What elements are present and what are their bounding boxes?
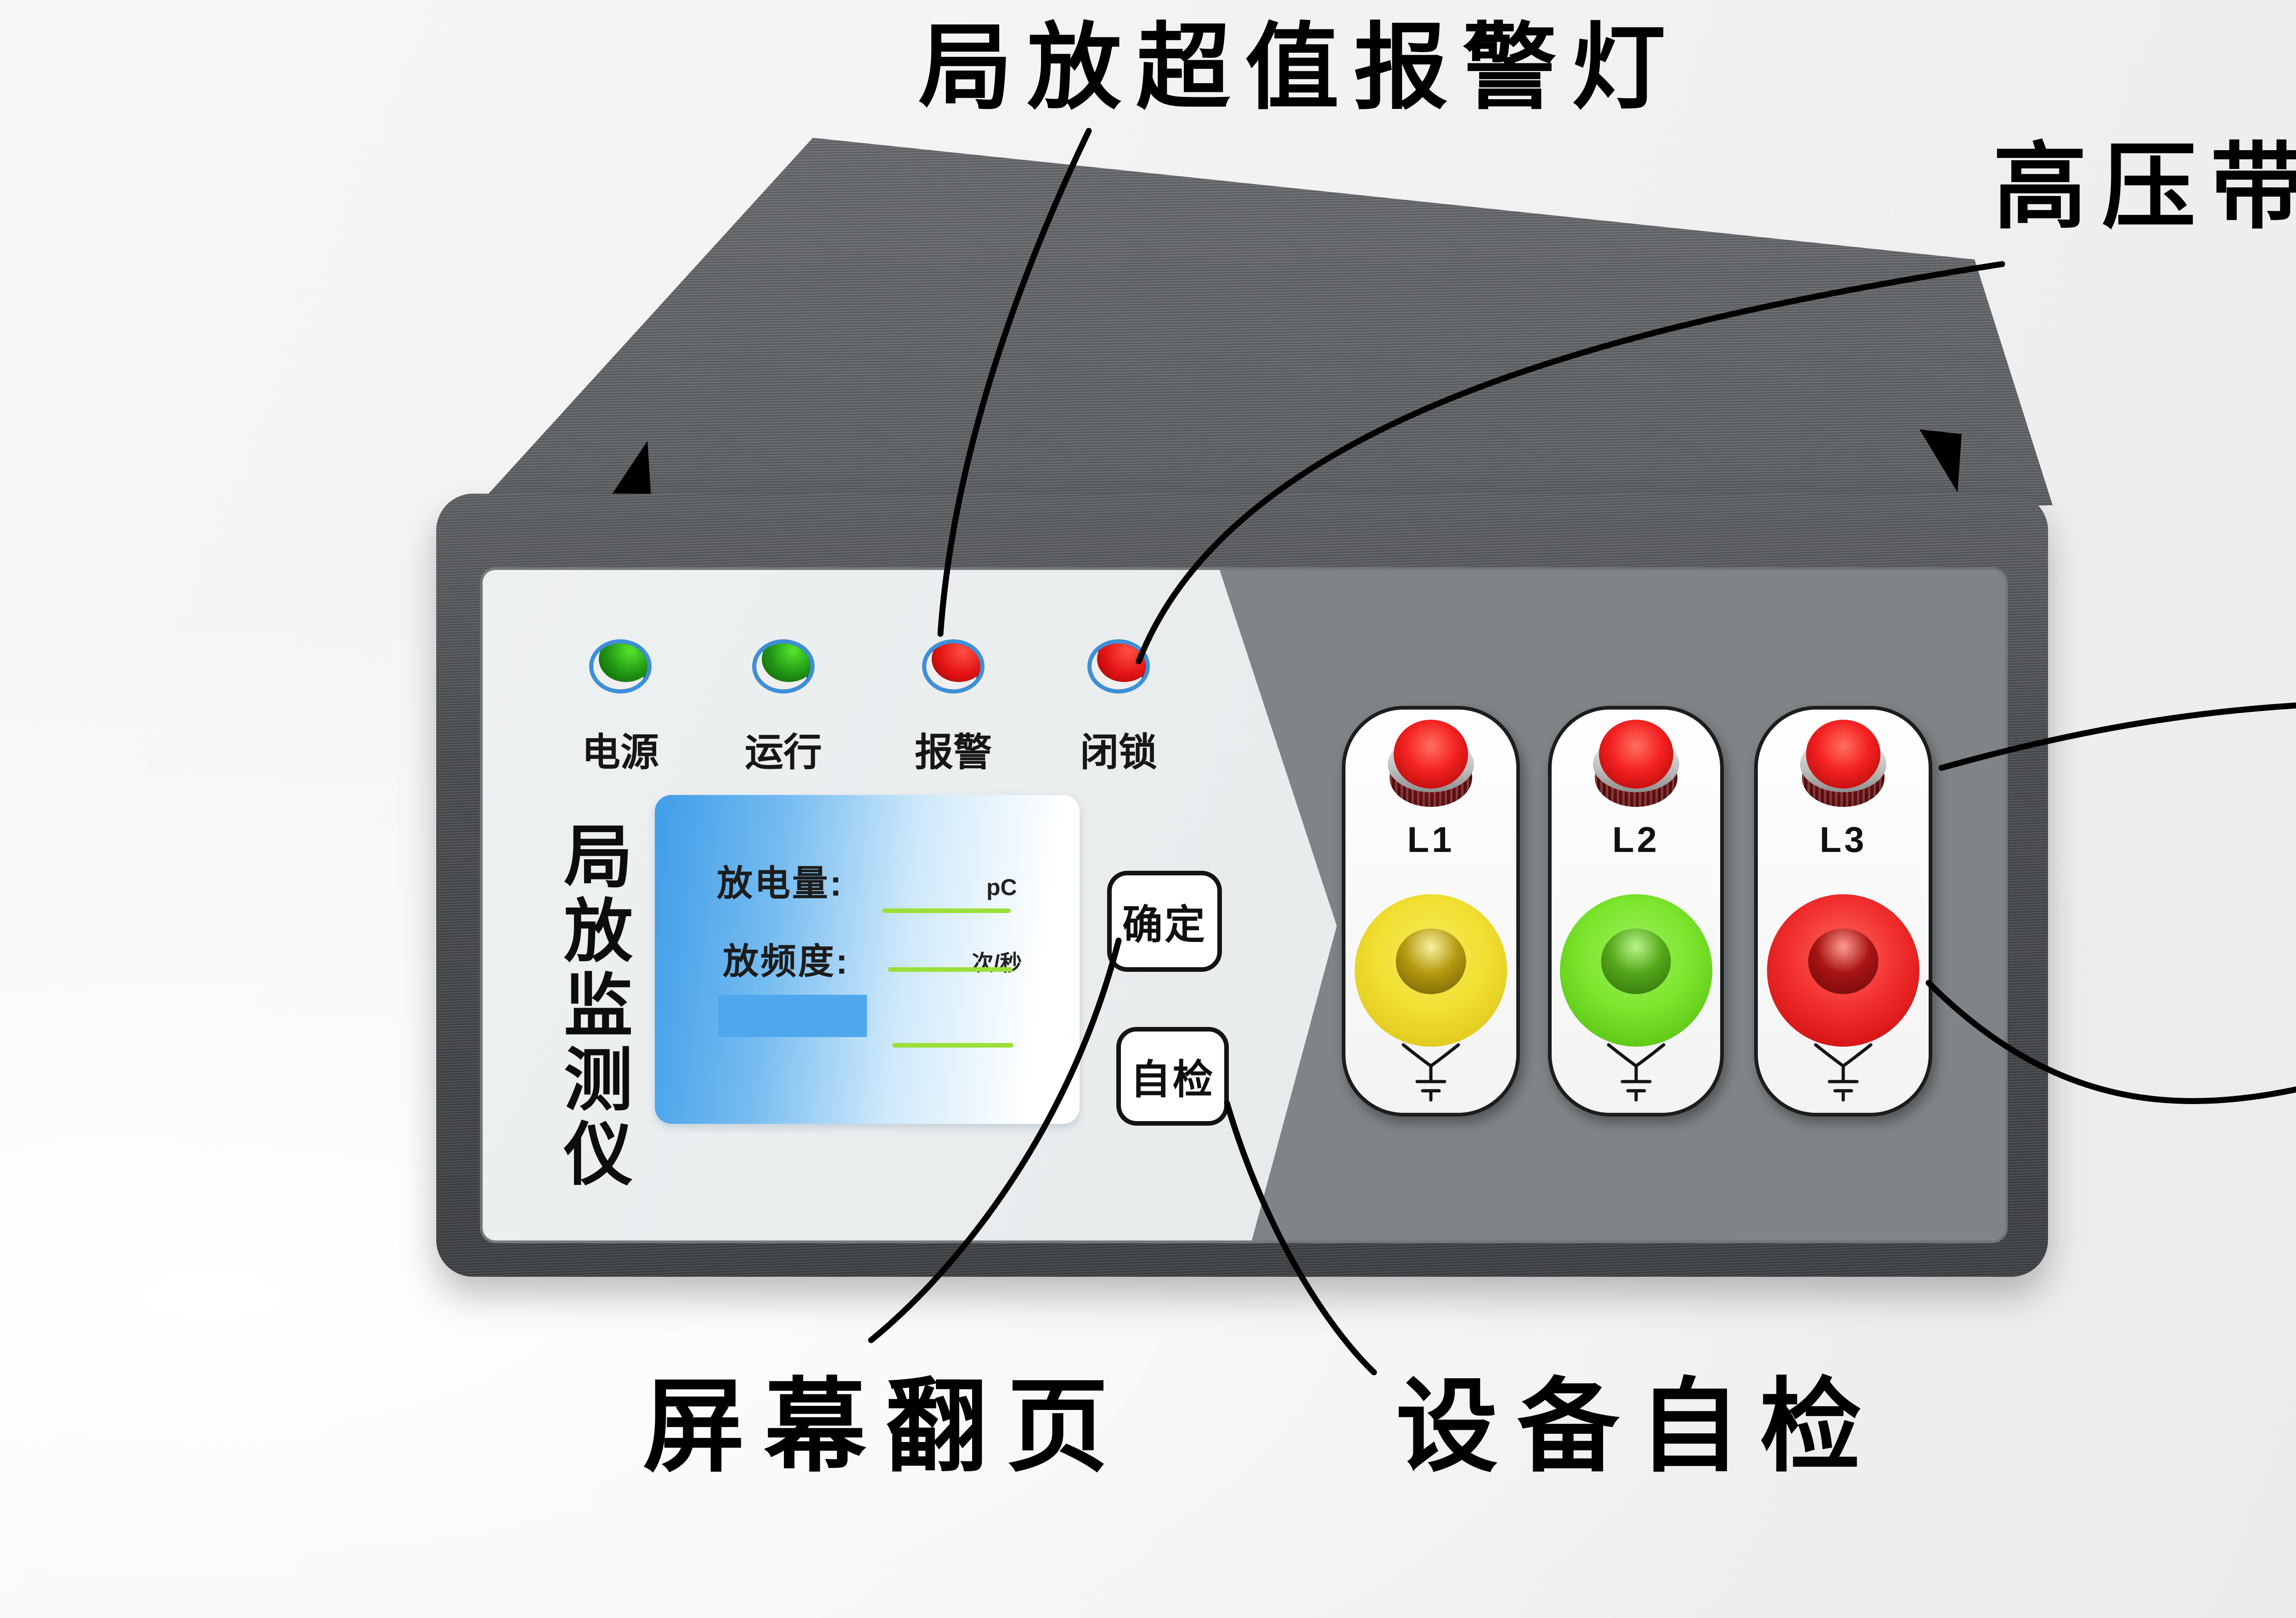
self-check-button[interactable]: 自检 <box>1116 1027 1229 1126</box>
leader-self-check <box>1224 1100 1377 1376</box>
run-led <box>752 639 815 693</box>
phase-card-l3: L3 <box>1754 706 1932 1116</box>
power-led <box>589 639 652 693</box>
confirm-button[interactable]: 确定 <box>1107 871 1222 972</box>
phase-card-l2: L2 <box>1548 706 1724 1116</box>
device-front-unit: 局放监测仪 电源 运行 报警 闭锁 放电量: pC 放频度: 次/秒 <box>436 494 2048 1277</box>
phase-l3-socket <box>1767 894 1919 1047</box>
discharge-amount-value-line <box>882 908 1011 913</box>
callout-page-turn: 屏幕翻页 <box>643 1370 1128 1484</box>
ground-capacitor-symbol <box>1401 1043 1460 1102</box>
phase-l2-label: L2 <box>1612 819 1660 860</box>
discharge-amount-label: 放电量: <box>717 863 844 903</box>
phase-l1-socket <box>1355 894 1507 1047</box>
ground-capacitor-symbol <box>1607 1043 1665 1102</box>
lock-led-label: 闭锁 <box>1080 731 1157 774</box>
callout-pd-alarm-light: 局放超值报警灯 <box>918 15 1680 120</box>
phase-l1-label: L1 <box>1407 819 1455 860</box>
leader-pd-alarm <box>937 128 1092 637</box>
phase-l3-label: L3 <box>1819 819 1867 860</box>
alarm-led-label: 报警 <box>914 731 992 774</box>
discharge-frequency-label: 放频度: <box>723 941 850 981</box>
phase-lamp-icon <box>1588 720 1684 814</box>
lcd-screen: 放电量: pC 放频度: 次/秒 <box>655 795 1080 1124</box>
screen-highlight-block <box>718 995 867 1037</box>
discharge-amount-unit: pC <box>986 874 1017 900</box>
leader-phase-check <box>1925 980 2296 1104</box>
leader-page-turn <box>868 937 1122 1343</box>
phase-lamp-icon <box>1795 720 1891 814</box>
alarm-led <box>922 639 985 693</box>
lock-led <box>1087 639 1150 693</box>
discharge-frequency-value-line <box>888 967 1013 972</box>
phase-card-l1: L1 <box>1342 706 1520 1116</box>
callout-hv-lock-light: 高压带电闭锁灯 <box>1993 135 2296 240</box>
device-name-vertical: 局放监测仪 <box>554 820 631 1192</box>
callout-self-check: 设备自检 <box>1396 1370 1881 1484</box>
third-value-line <box>892 1043 1013 1048</box>
phase-l2-socket <box>1559 894 1712 1047</box>
leader-hv-lock <box>1136 261 2005 665</box>
front-panel: 局放监测仪 电源 运行 报警 闭锁 放电量: pC 放频度: 次/秒 <box>480 567 2008 1243</box>
ground-capacitor-symbol <box>1814 1043 1873 1102</box>
run-led-label: 运行 <box>744 731 822 774</box>
power-led-label: 电源 <box>581 731 659 774</box>
leader-three-phase <box>1938 702 2296 771</box>
phase-lamp-icon <box>1383 720 1479 814</box>
